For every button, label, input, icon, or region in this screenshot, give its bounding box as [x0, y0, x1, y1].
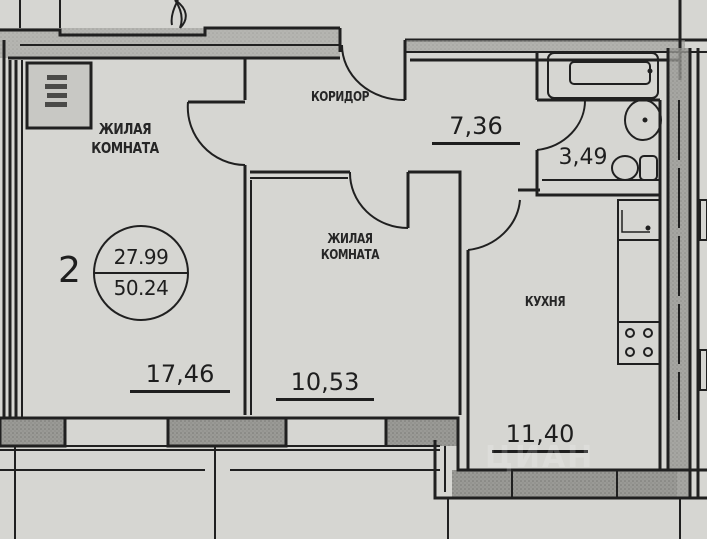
toilet-icon [611, 155, 658, 181]
badge-divider [95, 272, 187, 274]
neighbour-fixtures [699, 199, 707, 391]
bathroom-area-value: 3,49 [558, 145, 608, 170]
living-room-1-label-line1: ЖИЛАЯ [98, 120, 152, 138]
kitchen-label-text: КУХНЯ [524, 295, 566, 310]
bathroom-area: 3,49 [548, 145, 618, 170]
kitchen-area-value: 11,40 [505, 420, 575, 448]
area-underline [492, 450, 588, 453]
area-underline [432, 142, 520, 145]
bathroom [535, 52, 660, 197]
living-room-2-walls [250, 170, 470, 470]
living-room-2-label-line2: КОМНАТА [320, 248, 380, 264]
ventilation-shaft-icon [25, 61, 93, 130]
right-service-shaft [658, 48, 700, 498]
corridor-area: 7,36 [432, 112, 520, 145]
living-room-2-label-line1: ЖИЛАЯ [327, 232, 373, 247]
kitchen-area: 11,40 [492, 420, 588, 453]
area-badge: 27.99 50.24 [93, 225, 189, 321]
area-underline [276, 398, 374, 401]
left-wall [2, 40, 23, 420]
sink-icon [624, 99, 662, 141]
living-room-1-area: 17,46 [130, 360, 230, 393]
area-underline [130, 390, 230, 393]
living-room-1-area-value: 17,46 [145, 360, 215, 388]
entrance-door [338, 28, 406, 102]
corridor-area-value: 7,36 [449, 112, 503, 140]
fridge-icon [617, 199, 661, 241]
total-area-value: 50.24 [113, 276, 169, 300]
watermark: ЦИАН [485, 440, 595, 475]
room-count: 2 [58, 250, 81, 291]
kitchen-label: КУХНЯ [512, 295, 578, 311]
living-room-2-label: ЖИЛАЯ КОМНАТА [313, 232, 387, 265]
bottom-wall [0, 416, 707, 539]
living-room-1-label-line2: КОМНАТА [91, 138, 159, 157]
kitchen-counter-icon [617, 239, 661, 323]
kitchen-door [467, 188, 540, 251]
corridor-label: КОРИДОР [303, 90, 377, 106]
corridor-label-text: КОРИДОР [310, 90, 370, 105]
top-wall [0, 0, 707, 100]
living-room-1-door [186, 58, 252, 415]
living-room-2-area-value: 10,53 [290, 368, 360, 396]
top-neighbour-doors [19, 0, 187, 29]
living-area-value: 27.99 [113, 245, 169, 269]
stove-icon [617, 321, 661, 365]
living-room-1-label: ЖИЛАЯ КОМНАТА [84, 120, 166, 158]
bathtub-icon [547, 52, 659, 99]
living-room-2-area: 10,53 [276, 368, 374, 401]
